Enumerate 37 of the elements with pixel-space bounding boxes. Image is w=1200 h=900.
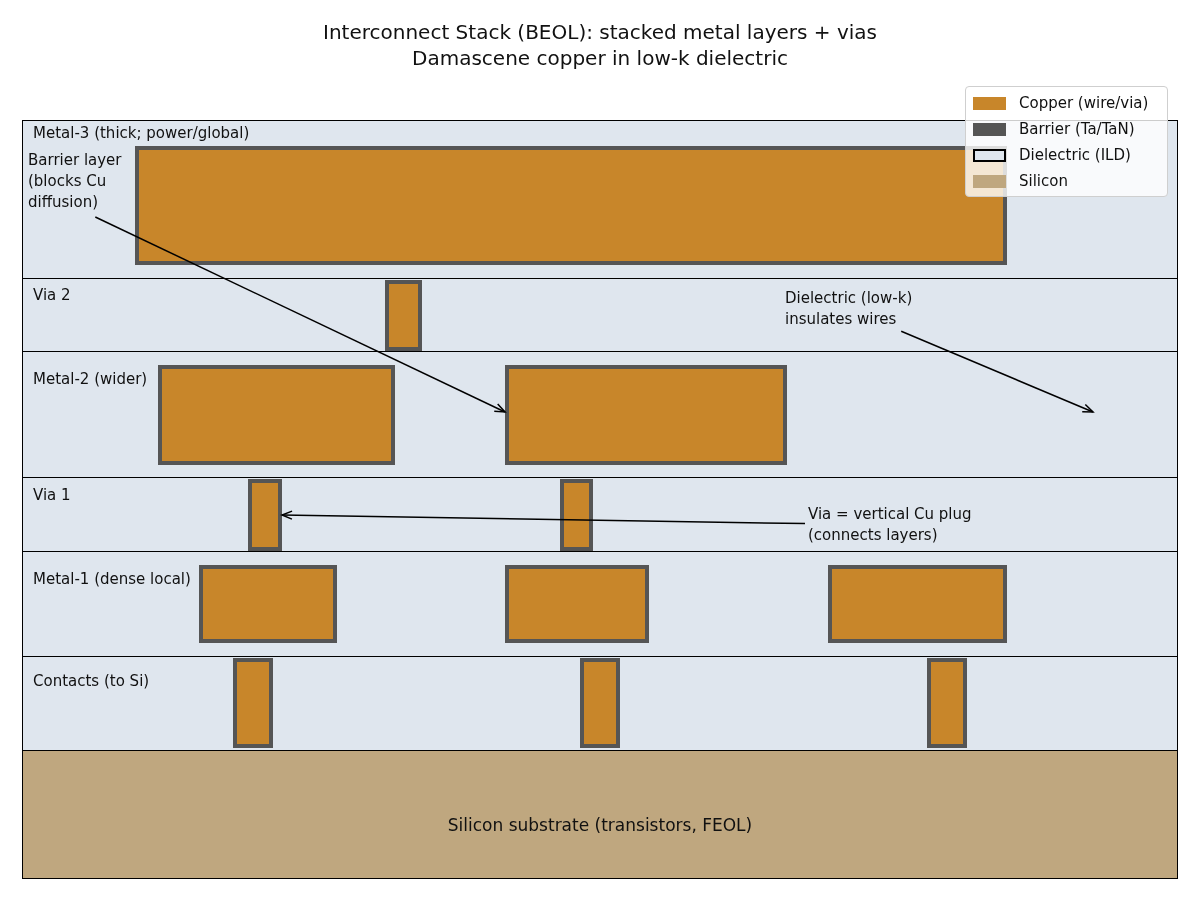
layer-label: Silicon substrate (transistors, FEOL)	[447, 814, 753, 836]
layer-label: Metal-3 (thick; power/global)	[33, 124, 250, 142]
annotation-text: Via = vertical Cu plug (connects layers)	[808, 504, 972, 546]
silicon-substrate	[23, 751, 1177, 878]
leader-arrow	[281, 510, 806, 525]
legend-label: Silicon	[1019, 171, 1068, 191]
legend-label: Barrier (Ta/TaN)	[1019, 119, 1135, 139]
via-plug	[385, 280, 422, 351]
legend-label: Copper (wire/via)	[1019, 93, 1149, 113]
dielectric-layer-band	[23, 352, 1177, 478]
contact-plug	[233, 658, 273, 748]
via-plug	[248, 479, 282, 551]
legend-label: Dielectric (ILD)	[1019, 145, 1131, 165]
diagram-title: Interconnect Stack (BEOL): stacked metal layers + vias Damascene copper in low-k dielectric	[323, 19, 877, 71]
annotation-text: Dielectric (low-k) insulates wires	[785, 288, 913, 330]
annotation-text: Barrier layer (blocks Cu diffusion)	[28, 150, 122, 213]
dielectric-layer-band	[23, 657, 1177, 751]
dielectric-layer-band	[23, 552, 1177, 657]
layer-label: Via 1	[33, 486, 71, 504]
contact-plug	[580, 658, 620, 748]
dielectric-layer-band	[23, 121, 1177, 279]
copper-wire	[158, 365, 395, 465]
dielectric-layer-band	[23, 478, 1177, 552]
layer-label: Contacts (to Si)	[33, 672, 150, 690]
via-plug	[560, 479, 593, 551]
layer-label: Metal-2 (wider)	[33, 370, 148, 388]
layer-label: Metal-1 (dense local)	[33, 570, 191, 588]
layer-label: Via 2	[33, 286, 71, 304]
copper-wire	[828, 565, 1007, 643]
leader-arrow	[94, 216, 506, 413]
leader-arrow	[900, 330, 1094, 413]
contact-plug	[927, 658, 967, 748]
copper-wire	[135, 146, 1007, 265]
copper-wire	[199, 565, 337, 643]
dielectric-layer-band	[23, 279, 1177, 352]
copper-wire	[505, 365, 787, 465]
copper-wire	[505, 565, 649, 643]
